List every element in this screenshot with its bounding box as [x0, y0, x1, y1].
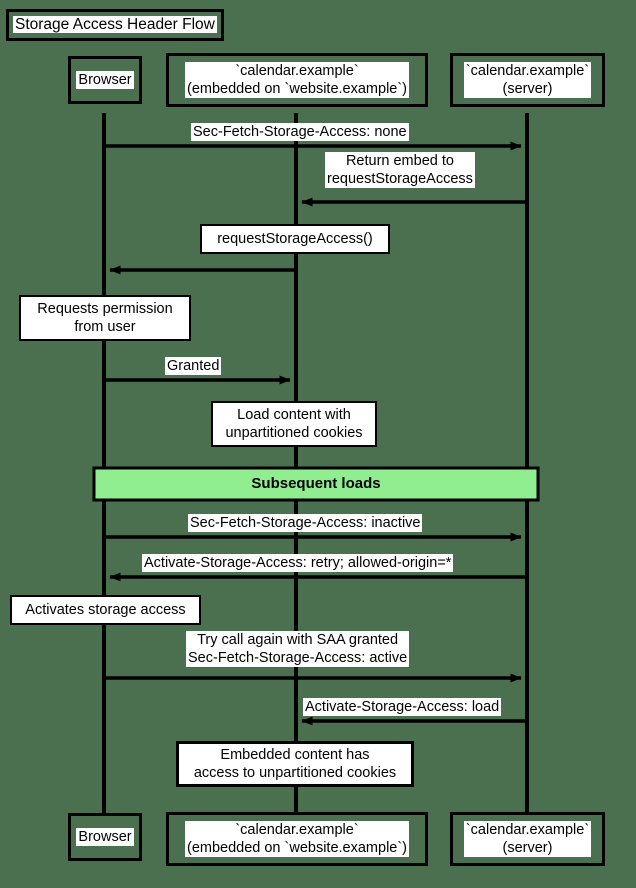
participant-bottom-browser[interactable]: Browser — [68, 813, 142, 861]
note-label-n3: Load content with unpartitioned cookies — [225, 407, 363, 441]
participant-top-embed[interactable]: `calendar.example` (embedded on `website… — [166, 53, 428, 107]
participant-label-browser: Browser — [76, 71, 134, 89]
note-label-n2: Requests permission from user — [37, 301, 173, 335]
note-activates-storage-access: Activates storage access — [10, 595, 201, 625]
diagram-title-box: Storage Access Header Flow — [6, 9, 224, 41]
message-label-m7: Try call again with SAA granted Sec-Fetc… — [186, 631, 410, 667]
message-label-m5: Sec-Fetch-Storage-Access: inactive — [188, 514, 423, 532]
participant-bottom-embed[interactable]: `calendar.example` (embedded on `website… — [166, 812, 428, 866]
participant-bottom-label-browser: Browser — [76, 828, 134, 846]
note-load-content: Load content with unpartitioned cookies — [211, 401, 377, 447]
message-arrows — [104, 141, 527, 726]
note-requests-permission: Requests permission from user — [19, 295, 191, 341]
page-title: Storage Access Header Flow — [13, 16, 217, 33]
participant-bottom-label-server: `calendar.example` (server) — [463, 821, 592, 857]
participant-label-embed: `calendar.example` (embedded on `website… — [184, 62, 410, 98]
participant-top-server[interactable]: `calendar.example` (server) — [450, 53, 605, 107]
group-bar-label: Subsequent loads — [251, 475, 381, 492]
group-bar-subsequent-loads: Subsequent loads — [94, 468, 538, 500]
note-label-n5: Embedded content has access to unpartiti… — [193, 747, 397, 781]
message-label-m2: Return embed to requestStorageAccess — [325, 152, 475, 188]
note-label-n4: Activates storage access — [25, 602, 186, 618]
message-label-m4: Granted — [165, 357, 222, 375]
message-label-m8: Activate-Storage-Access: load — [303, 698, 502, 716]
message-label-m1: Sec-Fetch-Storage-Access: none — [191, 123, 409, 141]
participant-top-browser[interactable]: Browser — [68, 56, 142, 104]
participant-bottom-server[interactable]: `calendar.example` (server) — [450, 812, 605, 866]
group-bar-rect — [92, 466, 540, 502]
note-request-storage-access: requestStorageAccess() — [200, 224, 390, 254]
message-label-m6: Activate-Storage-Access: retry; allowed-… — [142, 554, 454, 572]
participant-bottom-label-embed: `calendar.example` (embedded on `website… — [184, 821, 410, 857]
note-embedded-content-access: Embedded content has access to unpartiti… — [176, 741, 414, 787]
note-label-n1: requestStorageAccess() — [217, 231, 373, 247]
participant-label-server: `calendar.example` (server) — [463, 62, 592, 98]
